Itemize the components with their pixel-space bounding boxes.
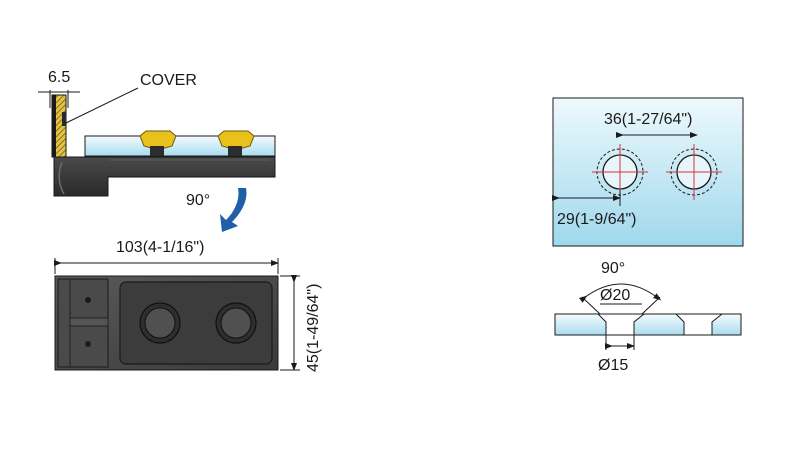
hole-right [666,144,722,200]
countersink-section: 90° Ø20 Ø15 [554,260,742,374]
edge-offset-label: 29(1-9/64") [557,211,637,228]
screw-bottom [85,341,91,347]
front-view: 103(4-1/16") 45(1-49/64") [54,239,322,372]
countersink-angle-label: 90° [601,260,625,277]
gasket-left [139,130,177,156]
width-label: 103(4-1/16") [116,239,204,256]
bolt-right [215,302,257,344]
cover-label: COVER [140,72,197,89]
gasket-right [217,130,255,156]
side-view: 6.5 COVER 90° [38,69,276,232]
hole-diameter-label: Ø15 [598,357,628,374]
rotation-label: 90° [186,192,210,209]
screw-top [85,297,91,303]
countersink-diameter-label: Ø20 [600,287,630,304]
glass-hole-layout: 36(1-27/64") 29(1-9/64") [552,97,744,247]
bolt-left [139,302,181,344]
hole-spacing-label: 36(1-27/64") [604,111,692,128]
height-label: 45(1-49/64") [305,284,322,372]
thickness-label: 6.5 [48,69,70,86]
rotation-arrow [220,188,247,232]
